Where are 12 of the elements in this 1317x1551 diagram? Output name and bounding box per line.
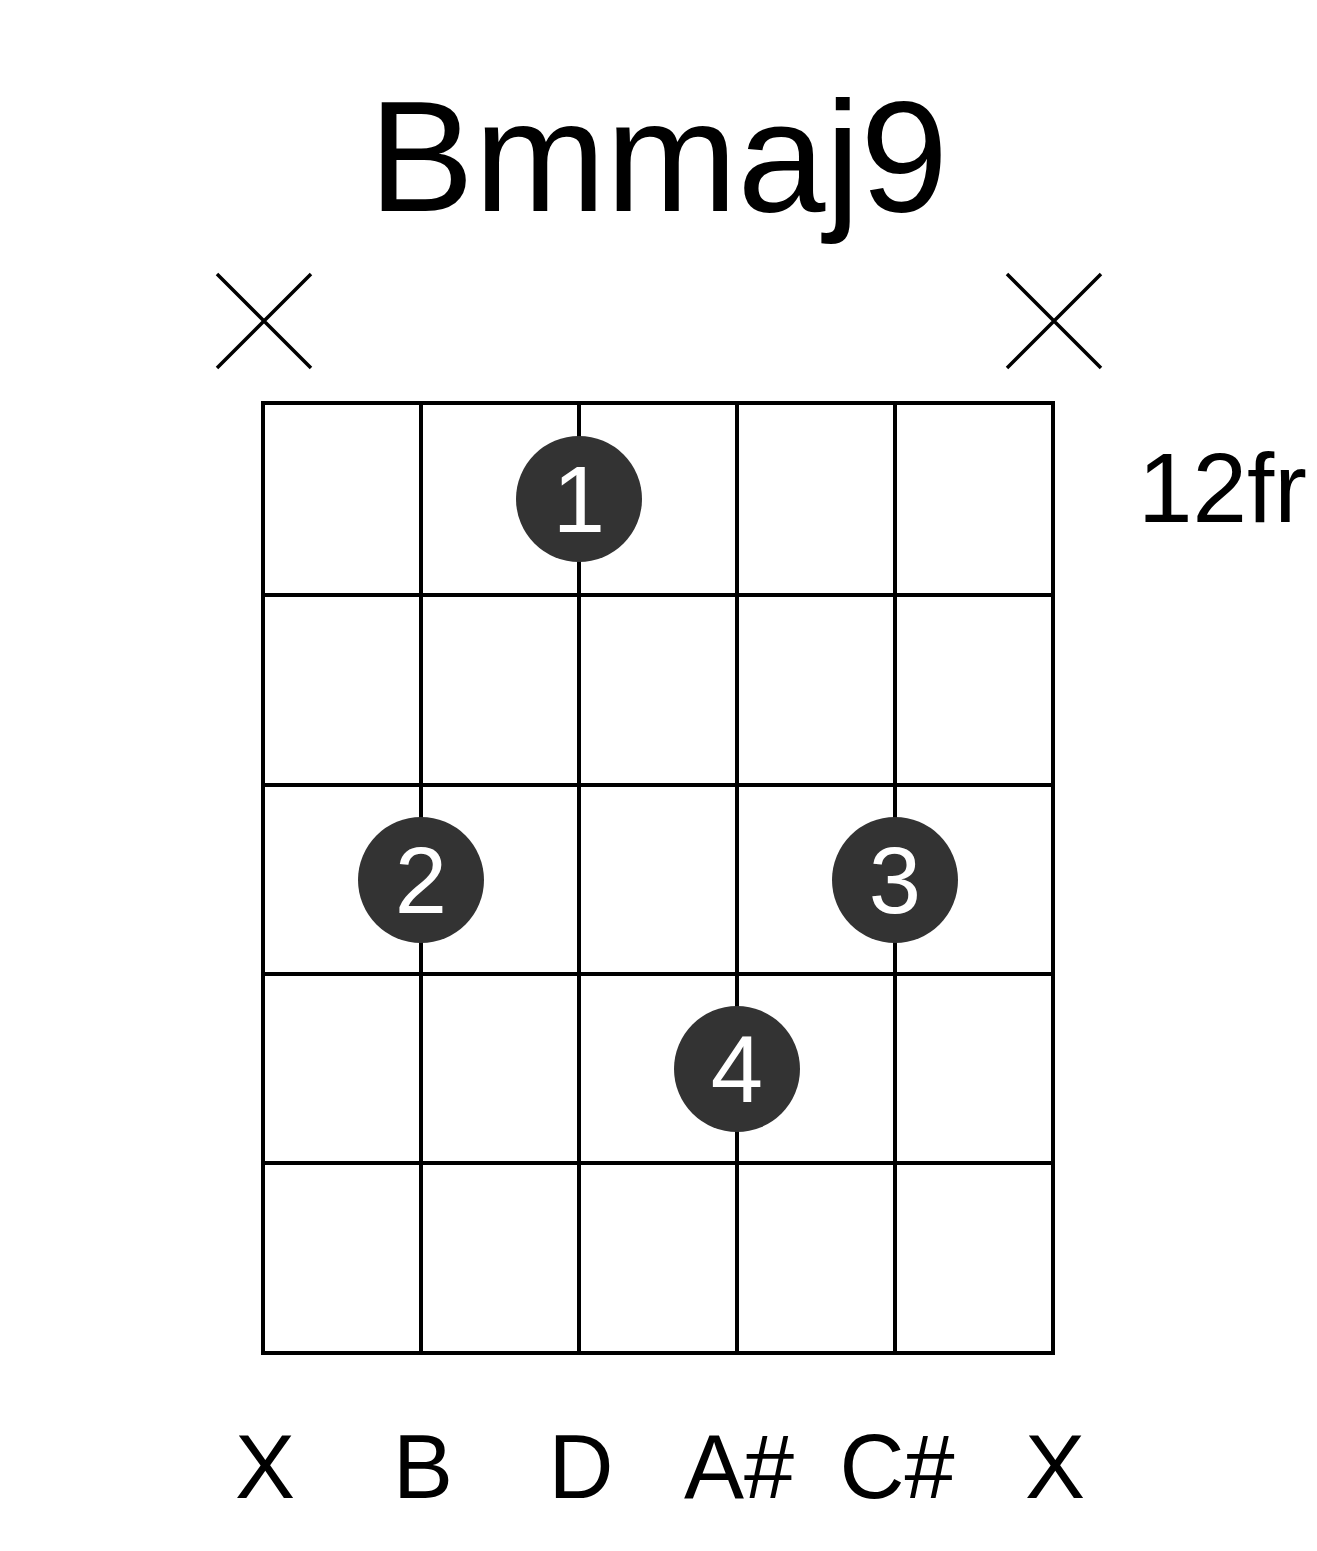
string-note-label: X — [1025, 1422, 1085, 1512]
fret-number-label: 12fr — [1138, 439, 1307, 537]
string-note-label: B — [393, 1422, 453, 1512]
finger-number: 1 — [552, 453, 606, 547]
string-note-label: C# — [839, 1422, 955, 1512]
string-note-label: A# — [683, 1422, 795, 1512]
finger-number: 2 — [394, 833, 448, 928]
finger-number: 4 — [710, 1022, 764, 1117]
chord-title: Bmmaj9 — [367, 67, 950, 246]
string-note-label: X — [235, 1422, 295, 1512]
finger-number: 3 — [868, 833, 922, 928]
string-note-label: D — [548, 1422, 614, 1512]
